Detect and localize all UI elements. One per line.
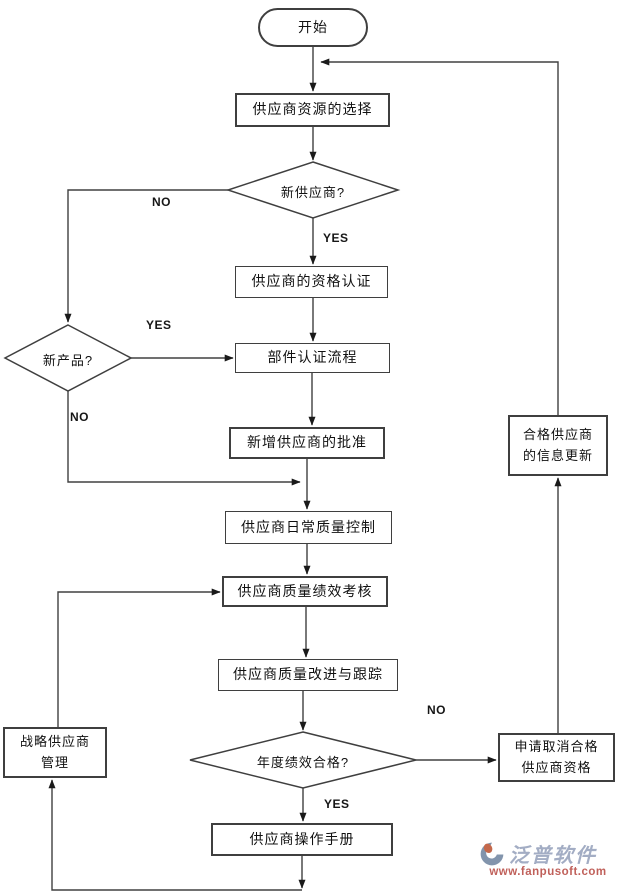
process-supplier-qualification: 供应商的资格认证	[235, 266, 388, 298]
process-label: 供应商资源的选择	[252, 101, 373, 118]
process-label: 供应商的资格认证	[251, 273, 372, 290]
process-label: 供应商日常质量控制	[241, 518, 376, 535]
process-quality-performance-review: 供应商质量绩效考核	[222, 576, 388, 607]
process-label-line2: 的信息更新	[522, 447, 593, 463]
process-supplier-operation-manual: 供应商操作手册	[211, 823, 393, 856]
process-strategic-supplier-management: 战略供应商 管理	[3, 727, 107, 778]
process-component-certification: 部件认证流程	[235, 343, 390, 373]
process-label: 供应商质量绩效考核	[237, 582, 373, 599]
process-new-supplier-approval: 新增供应商的批准	[229, 427, 385, 459]
process-label: 供应商质量改进与跟踪	[233, 666, 383, 683]
decision-new-supplier-label: 新供应商?	[280, 185, 346, 200]
edge-newsupplier-no-to-newproduct	[64, 189, 228, 323]
process-label: 新增供应商的批准	[247, 434, 367, 451]
process-label-line2: 供应商资格	[521, 759, 592, 775]
edge-label-new-supplier-no: NO	[152, 195, 171, 209]
edge-label-new-supplier-yes: YES	[323, 231, 349, 245]
process-label-line1: 合格供应商	[522, 427, 593, 443]
edge-label-annual-no: NO	[427, 703, 446, 717]
vendor-watermark: 泛普软件 www.fanpusoft.com	[478, 839, 618, 878]
decision-new-product-label: 新产品?	[42, 353, 94, 368]
process-label-line1: 战略供应商	[19, 734, 90, 750]
process-cancel-qualified-supplier: 申请取消合格 供应商资格	[498, 733, 615, 782]
process-label: 供应商操作手册	[249, 830, 355, 847]
vendor-url: www.fanpusoft.com	[489, 866, 607, 878]
edge-label-annual-yes: YES	[324, 797, 350, 811]
edge-strategic-to-perf	[57, 588, 221, 727]
process-label-line1: 申请取消合格	[514, 739, 599, 755]
process-label-line2: 管理	[40, 754, 69, 770]
start-label: 开始	[298, 18, 328, 35]
process-qualified-supplier-info-update: 合格供应商 的信息更新	[508, 415, 608, 476]
process-daily-quality-control: 供应商日常质量控制	[225, 511, 392, 544]
edge-label-new-product-yes: YES	[146, 318, 172, 332]
start-node: 开始	[258, 8, 368, 47]
decision-annual-perf-label: 年度绩效合格?	[256, 755, 350, 770]
process-label: 部件认证流程	[267, 349, 358, 366]
process-quality-improvement-tracking: 供应商质量改进与跟踪	[218, 659, 398, 691]
edge-label-new-product-no: NO	[70, 410, 89, 424]
fanpu-logo-icon	[480, 842, 504, 865]
process-supplier-resource-selection: 供应商资源的选择	[235, 93, 390, 127]
vendor-brand-name: 泛普软件	[509, 845, 597, 867]
